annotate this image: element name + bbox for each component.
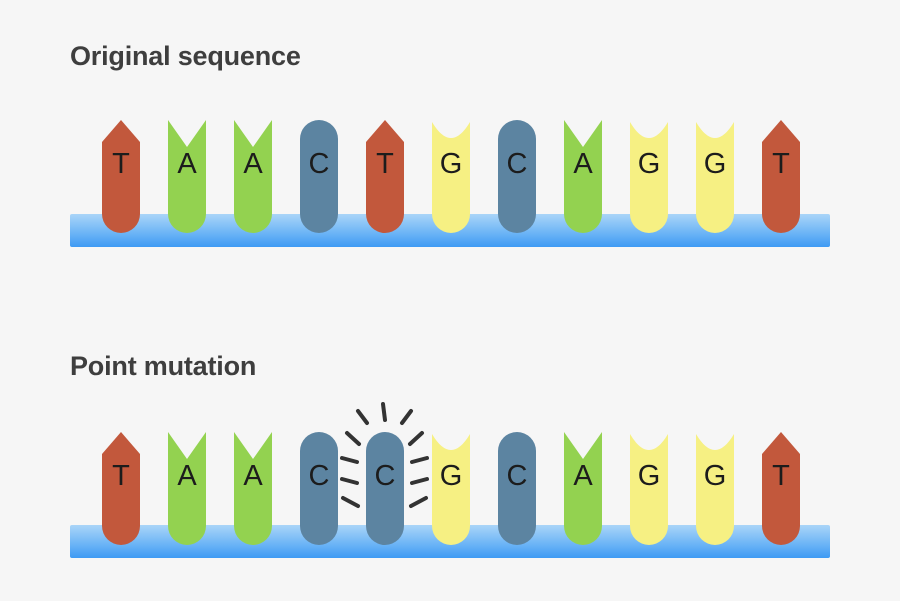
base-letter: C: [308, 460, 330, 492]
base-letter: A: [177, 460, 197, 492]
base-letter: G: [439, 148, 463, 180]
concave-top-shape: [630, 122, 668, 233]
base-5-C-mutated: C: [366, 432, 404, 545]
base-letter: C: [374, 460, 396, 492]
base-9-G: G: [630, 120, 668, 233]
base-11-T: T: [762, 432, 800, 545]
base-6-G: G: [432, 120, 470, 233]
base-letter: G: [703, 148, 727, 180]
base-letter: G: [703, 460, 727, 492]
base-4-C: C: [300, 432, 338, 545]
base-1-T: T: [102, 432, 140, 545]
base-6-G: G: [432, 432, 470, 545]
base-9-G: G: [630, 432, 668, 545]
notch-top-shape: [234, 432, 272, 545]
base-1-T: T: [102, 120, 140, 233]
base-letter: C: [308, 148, 330, 180]
base-8-A: A: [564, 120, 602, 233]
notch-top-shape: [168, 432, 206, 545]
notch-top-shape: [168, 120, 206, 233]
arrow-top-shape: [102, 432, 140, 545]
capsule-shape: [300, 120, 338, 233]
base-letter: G: [637, 460, 661, 492]
concave-top-shape: [630, 434, 668, 545]
base-10-G: G: [696, 432, 734, 545]
base-letter: C: [506, 460, 528, 492]
capsule-shape: [498, 120, 536, 233]
base-2-A: A: [168, 432, 206, 545]
arrow-top-shape: [366, 120, 404, 233]
concave-top-shape: [696, 122, 734, 233]
base-letter: A: [243, 148, 263, 180]
arrow-top-shape: [102, 120, 140, 233]
capsule-shape: [366, 432, 404, 545]
base-letter: A: [177, 148, 197, 180]
point-mutation-title: Point mutation: [70, 351, 257, 381]
base-3-A: A: [234, 120, 272, 233]
base-8-A: A: [564, 432, 602, 545]
base-letter: T: [112, 148, 130, 180]
base-letter: T: [112, 460, 130, 492]
base-letter: C: [506, 148, 528, 180]
capsule-shape: [300, 432, 338, 545]
base-letter: G: [637, 148, 661, 180]
base-letter: T: [772, 148, 790, 180]
base-5-T: T: [366, 120, 404, 233]
base-3-A: A: [234, 432, 272, 545]
concave-top-shape: [696, 434, 734, 545]
base-2-A: A: [168, 120, 206, 233]
notch-top-shape: [564, 120, 602, 233]
base-4-C: C: [300, 120, 338, 233]
base-letter: A: [243, 460, 263, 492]
base-letter: G: [439, 460, 463, 492]
arrow-top-shape: [762, 432, 800, 545]
capsule-shape: [498, 432, 536, 545]
base-letter: A: [573, 460, 593, 492]
notch-top-shape: [564, 432, 602, 545]
arrow-top-shape: [762, 120, 800, 233]
base-10-G: G: [696, 120, 734, 233]
base-letter: T: [772, 460, 790, 492]
base-letter: A: [573, 148, 593, 180]
notch-top-shape: [234, 120, 272, 233]
original-sequence-title: Original sequence: [70, 41, 301, 71]
base-7-C: C: [498, 120, 536, 233]
concave-top-shape: [432, 122, 470, 233]
base-letter: T: [376, 148, 394, 180]
base-7-C: C: [498, 432, 536, 545]
concave-top-shape: [432, 434, 470, 545]
base-11-T: T: [762, 120, 800, 233]
